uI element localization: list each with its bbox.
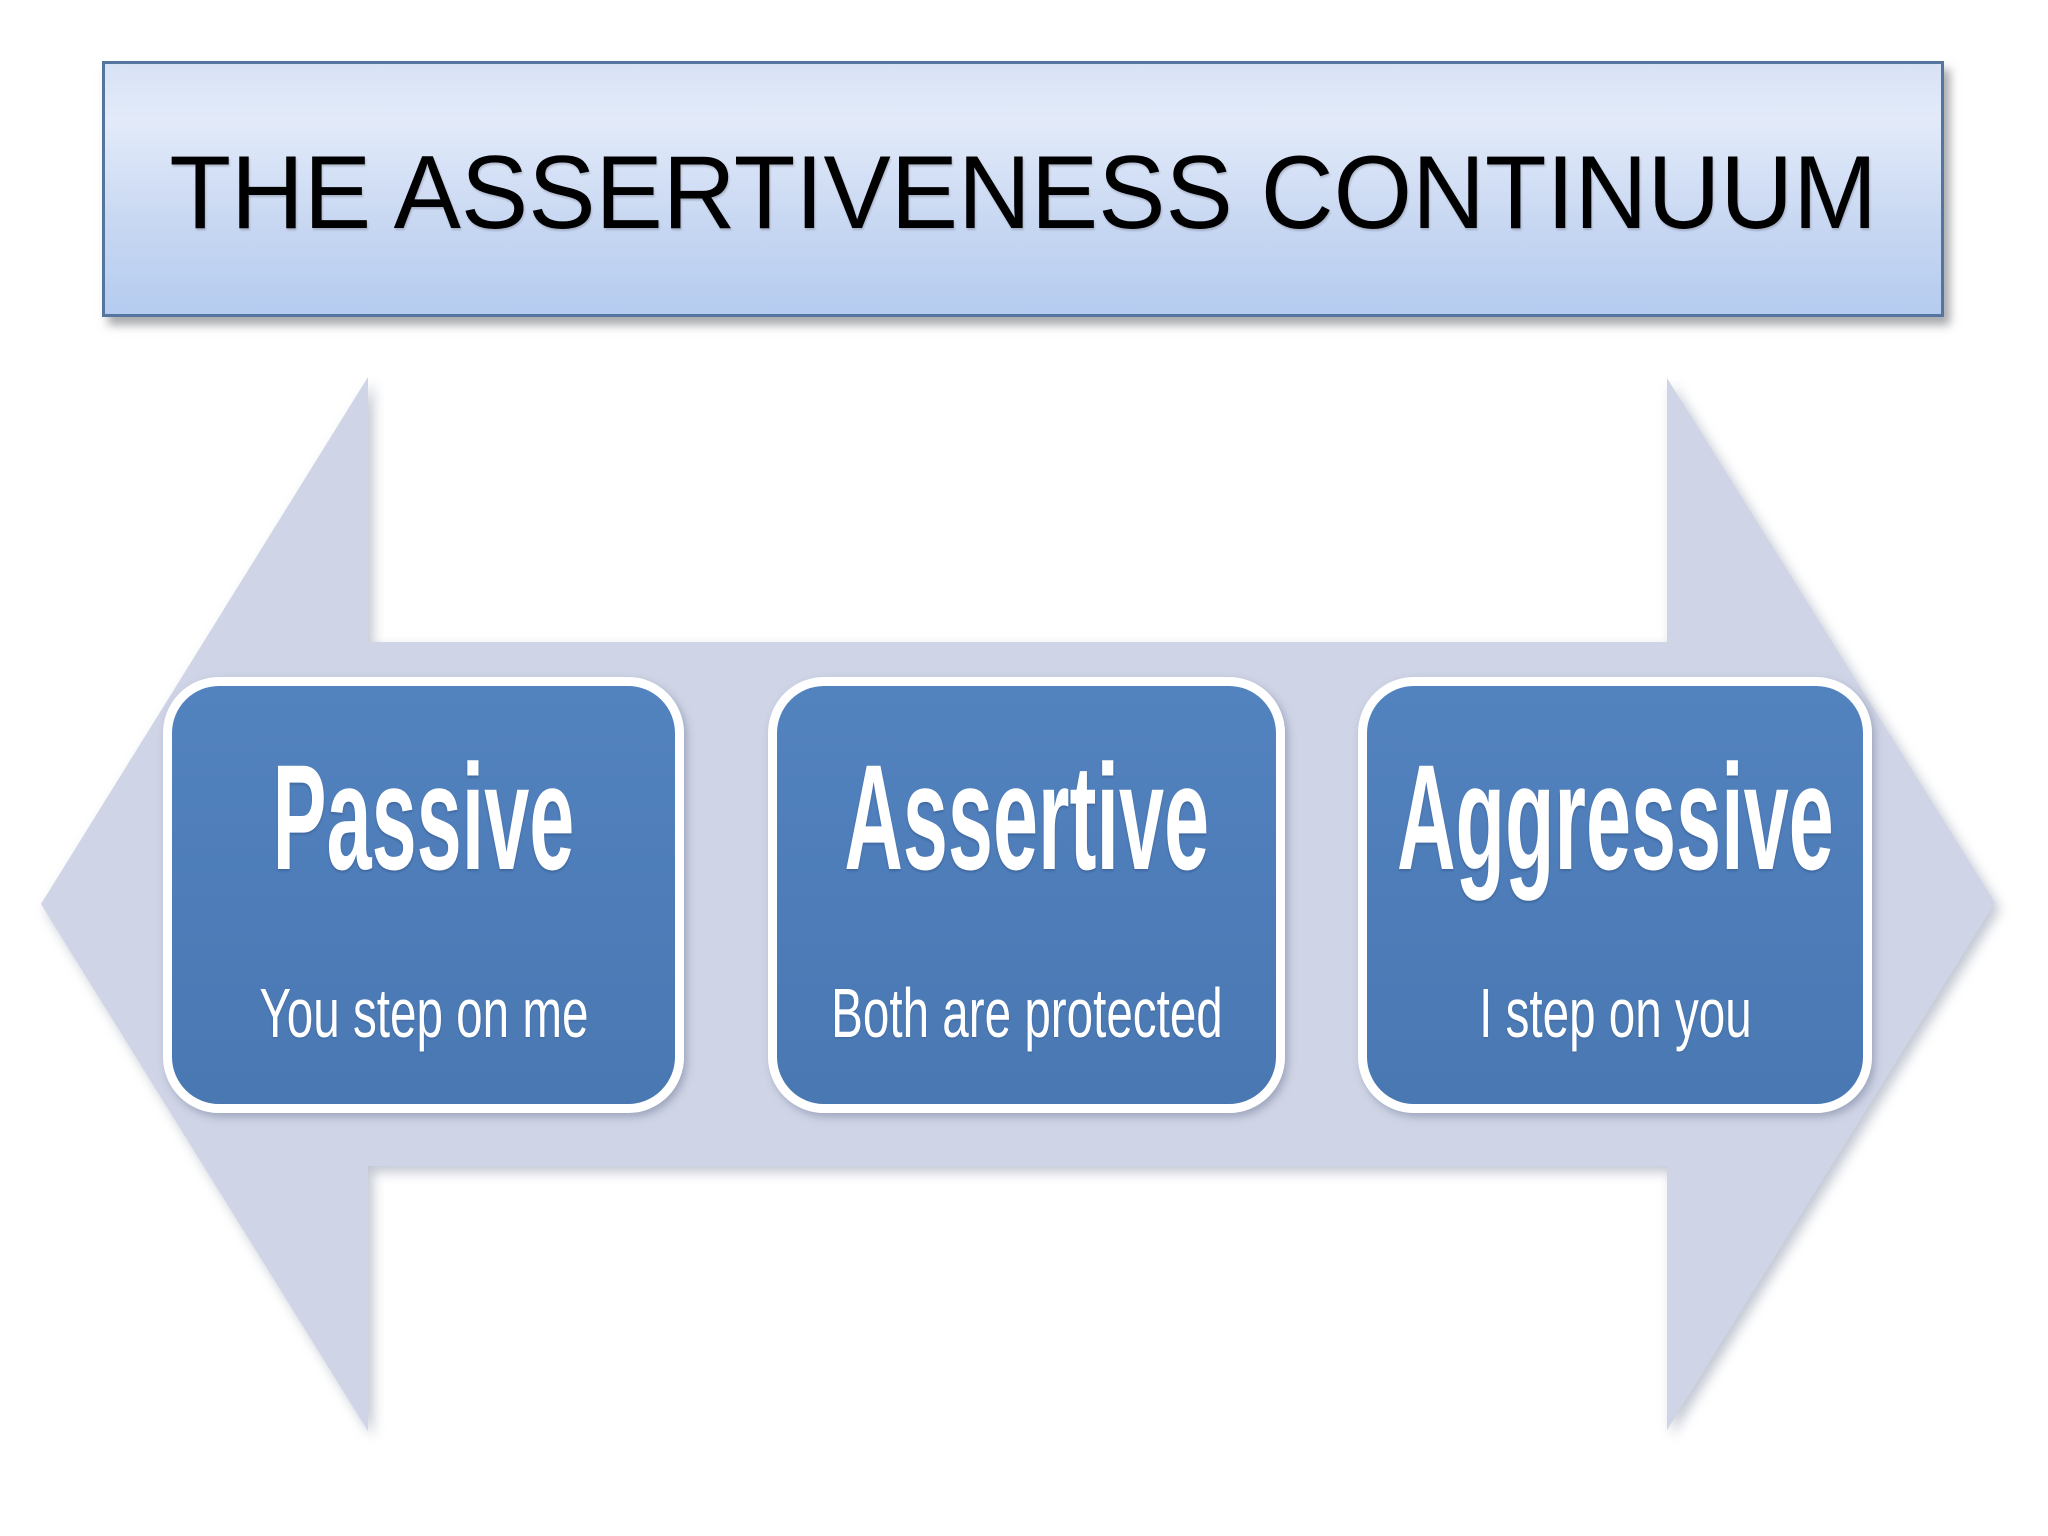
continuum-item-assertive: Assertive Both are protected <box>768 677 1285 1113</box>
continuum-item-passive: Passive You step on me <box>163 677 684 1113</box>
item-subtext-aggressive: I step on you <box>1478 974 1752 1052</box>
item-subtext-assertive: Both are protected <box>830 974 1223 1052</box>
item-heading-aggressive: Aggressive <box>1396 733 1834 901</box>
title-banner: THE ASSERTIVENESS CONTINUUM <box>102 61 1944 317</box>
item-subtext-passive: You step on me <box>258 974 589 1052</box>
item-heading-passive: Passive <box>272 733 575 901</box>
slide-title: THE ASSERTIVENESS CONTINUUM <box>169 135 1877 251</box>
continuum-item-aggressive: Aggressive I step on you <box>1358 677 1872 1113</box>
item-heading-assertive: Assertive <box>844 733 1209 901</box>
